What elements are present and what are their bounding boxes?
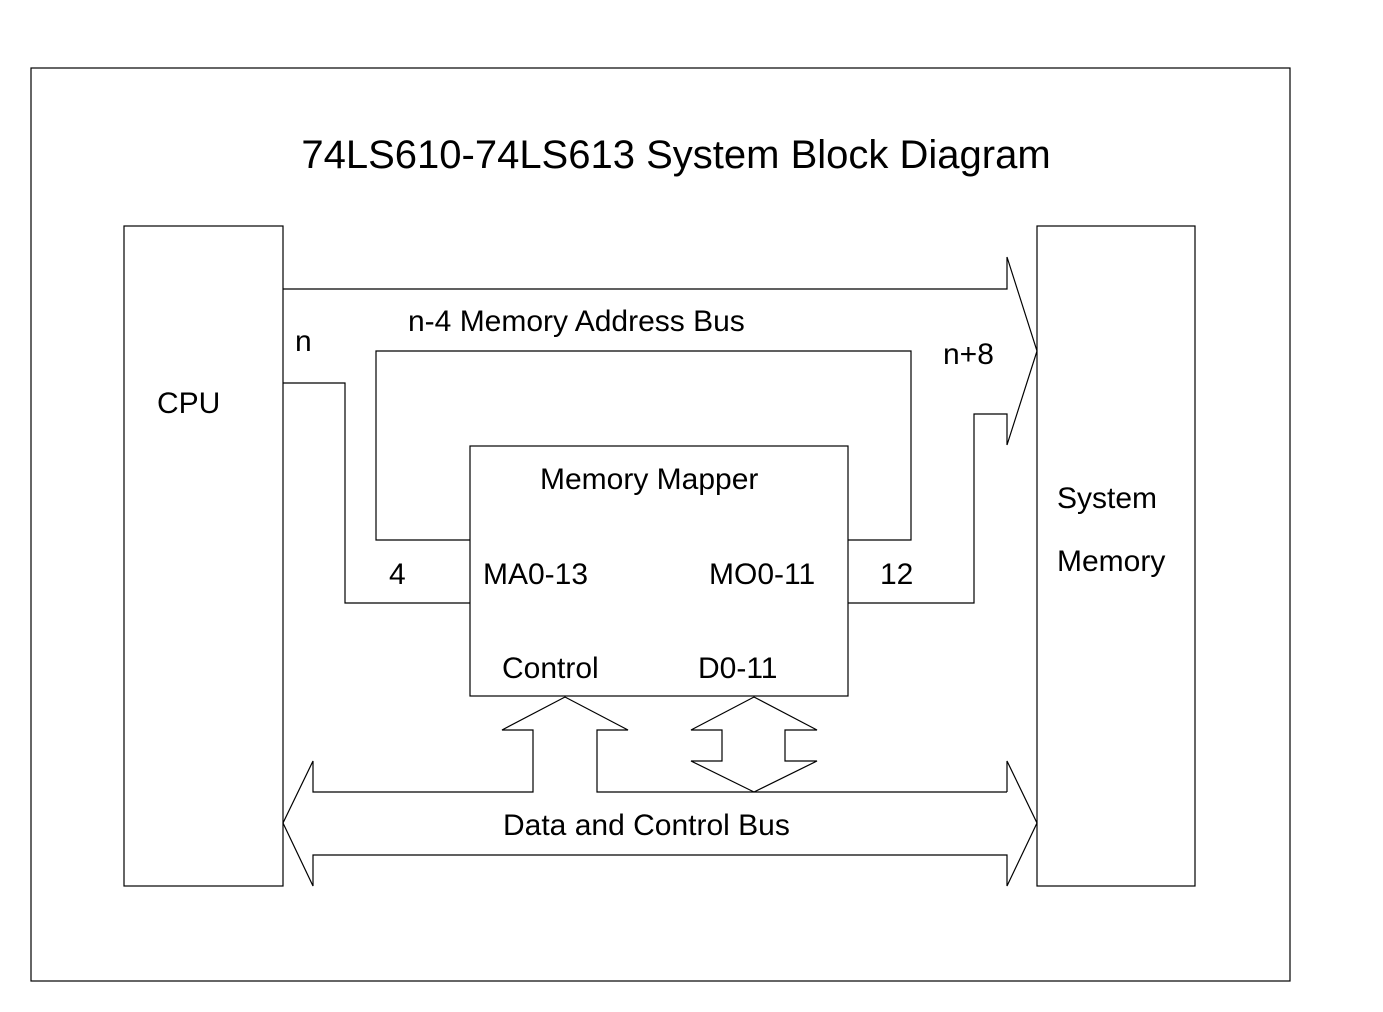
diagram-title: 74LS610-74LS613 System Block Diagram — [301, 133, 1050, 177]
four-label: 4 — [389, 558, 406, 591]
port-control-label: Control — [502, 652, 599, 685]
cpu-label: CPU — [157, 387, 220, 420]
n-plus-8-label: n+8 — [943, 338, 994, 371]
system-memory-label-line2: Memory — [1057, 545, 1165, 578]
cpu-to-mapper-4-line — [283, 382, 470, 604]
data-control-bus-arrow — [282, 696, 1038, 887]
n-label: n — [295, 325, 312, 358]
memory-address-bus-arrow — [283, 256, 1038, 604]
data-bidirectional-arrow — [690, 696, 818, 793]
memory-mapper-label: Memory Mapper — [540, 463, 758, 496]
address-bypass-line — [375, 350, 912, 541]
port-data-label: D0-11 — [698, 652, 777, 685]
memory-mapper-block — [469, 445, 849, 697]
memory-address-bus-label: n-4 Memory Address Bus — [408, 305, 745, 338]
data-control-bus-label: Data and Control Bus — [503, 809, 790, 842]
twelve-label: 12 — [880, 558, 913, 591]
port-ma-label: MA0-13 — [483, 558, 588, 591]
system-memory-label-line1: System — [1057, 482, 1157, 515]
system-memory-block — [1036, 225, 1196, 887]
cpu-block — [123, 225, 284, 887]
diagram-frame — [30, 67, 1291, 982]
port-mo-label: MO0-11 — [709, 558, 815, 591]
